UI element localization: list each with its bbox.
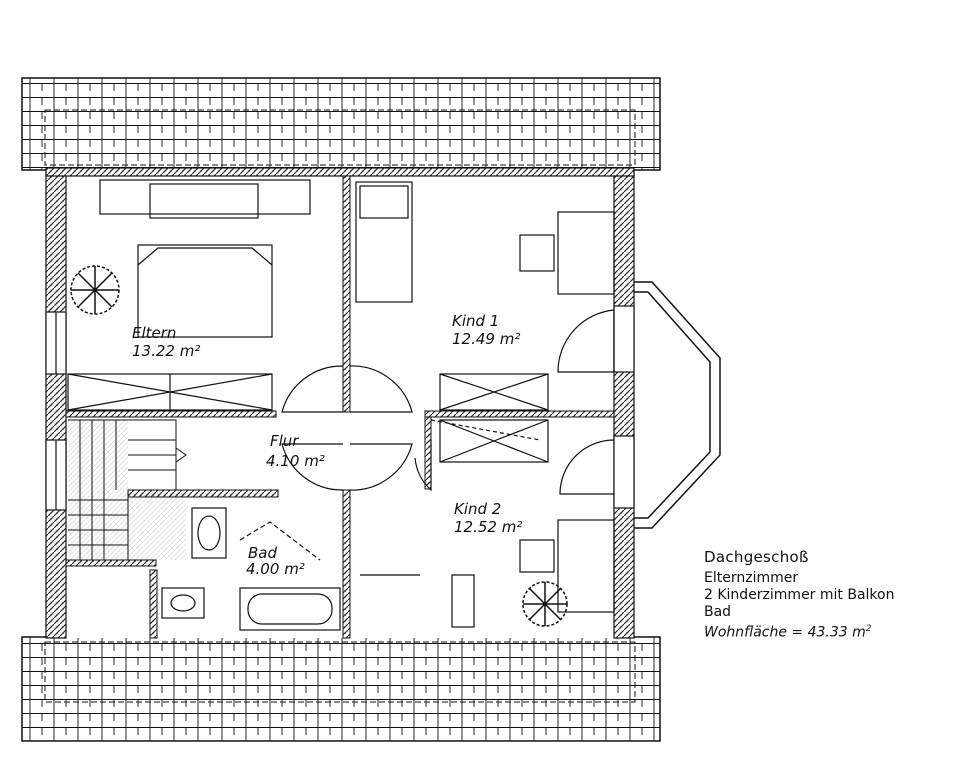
balcony [634,281,721,529]
room-label-kind1: Kind 1 [452,312,499,330]
eltern-furniture [67,179,311,411]
room-area-kind1: 12.49 m² [452,330,520,348]
exterior-walls [45,167,635,639]
room-label-kind2: Kind 2 [454,500,501,518]
room-area-flur: 4.10 m² [266,452,325,470]
staircase [68,419,187,560]
plant-icon [70,265,120,315]
kind1-furniture [355,181,615,411]
room-label-eltern: Eltern [132,324,176,342]
roof-top [21,77,661,171]
legend-area-value: 43.33 [807,624,848,641]
roof-bottom [21,636,661,742]
left-windows [45,311,67,511]
legend-line: Elternzimmer [704,570,799,586]
room-area-bad: 4.00 m² [246,560,305,578]
room-area-eltern: 13.22 m² [132,342,200,360]
legend-line: Bad [704,604,732,620]
bad-fixtures [161,507,341,631]
flur-doors [281,365,432,492]
legend-line: 2 Kinderzimmer mit Balkon [704,587,895,603]
interior-walls [65,175,615,639]
legend-title: Dachgeschoß [704,548,809,566]
legend-living-area: Wohnfläche = 43.33 m2 [704,624,872,641]
room-label-bad: Bad [248,544,277,562]
room-label-flur: Flur [270,432,299,450]
legend-area-label: Wohnfläche = [704,624,804,641]
legend-area-unit: m [852,624,866,641]
room-area-kind2: 12.52 m² [454,518,522,536]
right-wall-openings [613,305,635,509]
kind2-furniture [360,419,615,628]
plant-icon [522,581,568,627]
floor-legend: Dachgeschoß Elternzimmer 2 Kinderzimmer … [704,549,954,642]
floor-area [66,175,614,638]
